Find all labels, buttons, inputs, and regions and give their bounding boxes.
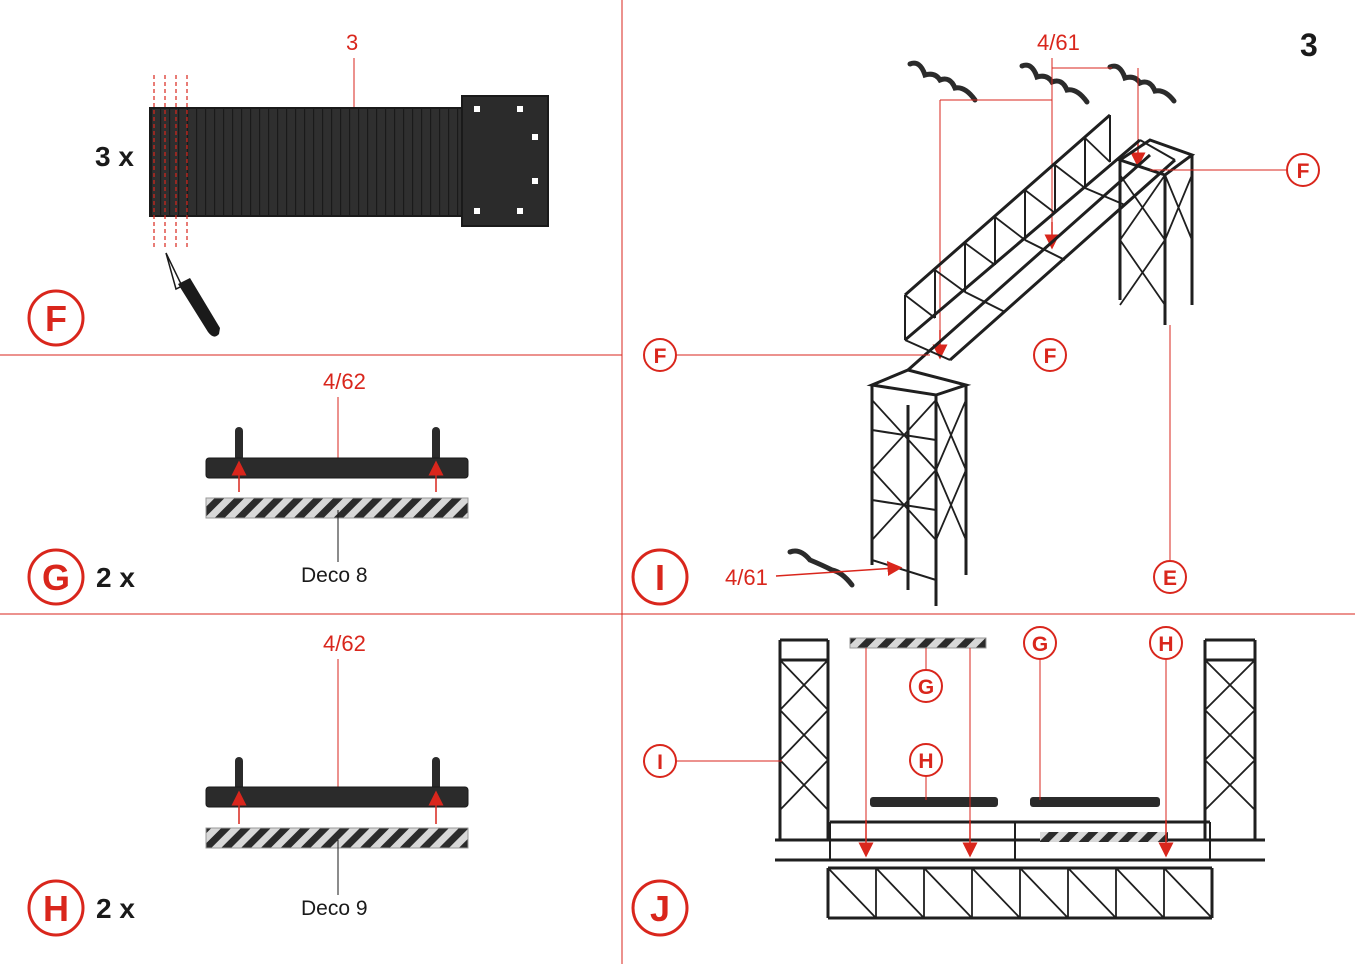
panel-g: 4/62 Deco 8 G 2 x (29, 369, 468, 604)
lamp-bracket-part (910, 63, 1174, 102)
part-label: 4/62 (323, 631, 366, 656)
callout-f-right: F (1287, 154, 1319, 186)
svg-text:F: F (1044, 345, 1057, 368)
callout-h-top: H (1150, 627, 1182, 659)
svg-text:I: I (657, 751, 663, 774)
step-badge-f: F (29, 291, 83, 345)
gantry-platform-model (775, 640, 1265, 918)
decal-stripe (1040, 832, 1168, 842)
railing-part (206, 757, 468, 807)
panel-j: G H G H I J (633, 627, 1265, 935)
svg-text:F: F (654, 345, 667, 368)
signal-gantry-model (872, 115, 1192, 606)
step-badge-i: I (633, 550, 687, 604)
svg-text:H: H (1158, 633, 1173, 656)
decal-stripe (206, 828, 468, 848)
callout-g: G (910, 670, 942, 702)
callout-f-center: F (1034, 339, 1066, 371)
deck-plate-part (150, 96, 548, 226)
panel-i: 4/61 (633, 30, 1319, 606)
step-badge-g: G (29, 550, 83, 604)
svg-text:G: G (42, 557, 70, 598)
callout-g-top: G (1024, 627, 1056, 659)
callout-h: H (910, 744, 942, 776)
page-number: 3 (1300, 27, 1318, 63)
svg-text:H: H (43, 888, 69, 929)
callout-f-left: F (644, 339, 676, 371)
decal-stripe (850, 638, 986, 648)
svg-text:E: E (1163, 567, 1177, 590)
decal-stripe (206, 498, 468, 518)
svg-text:G: G (918, 676, 934, 699)
callout-e: E (1154, 561, 1186, 593)
step-badge-j: J (633, 881, 687, 935)
svg-text:J: J (650, 888, 670, 929)
quantity-label: 3 x (95, 141, 134, 172)
part-label-top: 4/61 (1037, 30, 1080, 55)
svg-text:G: G (1032, 633, 1048, 656)
part-label: 4/62 (323, 369, 366, 394)
svg-text:H: H (918, 750, 933, 773)
panel-f: 3 3 x F (29, 30, 548, 345)
svg-text:F: F (45, 298, 67, 339)
callout-i: I (644, 745, 676, 777)
part-label: 3 (346, 30, 358, 55)
hobby-knife-icon (166, 253, 220, 337)
lamp-bracket-part (790, 551, 852, 585)
railing-part (1030, 797, 1160, 807)
part-label-bottom: 4/61 (725, 565, 768, 590)
quantity-label: 2 x (96, 562, 135, 593)
railing-part (206, 427, 468, 478)
railing-part (870, 797, 998, 807)
panel-h: 4/62 Deco 9 H 2 x (29, 631, 468, 935)
decal-label: Deco 9 (301, 897, 368, 920)
quantity-label: 2 x (96, 893, 135, 924)
decal-label: Deco 8 (301, 564, 368, 587)
svg-text:I: I (655, 557, 665, 598)
step-badge-h: H (29, 881, 83, 935)
svg-text:F: F (1297, 160, 1310, 183)
